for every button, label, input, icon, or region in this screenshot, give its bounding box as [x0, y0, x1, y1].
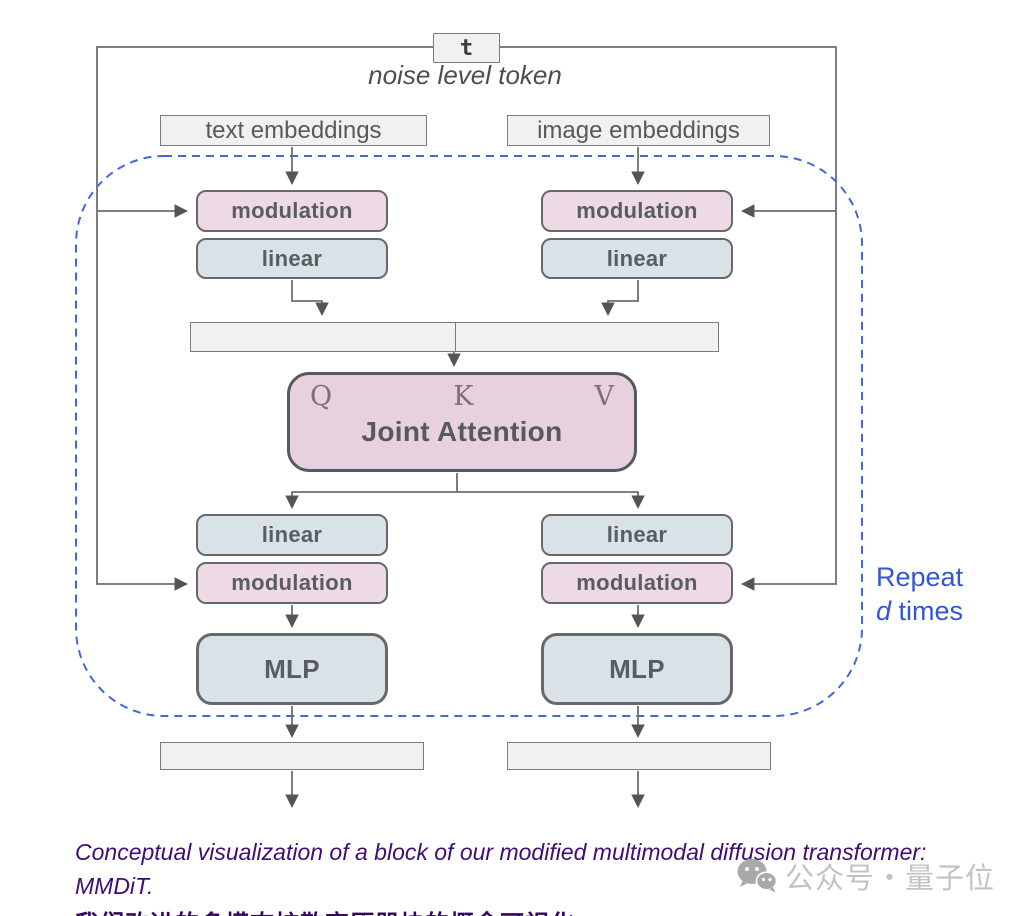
key-label: K [453, 381, 474, 412]
query-label: Q [310, 381, 333, 412]
mlp-label: MLP [609, 653, 665, 684]
mlp-left-box: MLP [196, 633, 388, 705]
modulation-top-right-box: modulation [541, 190, 733, 232]
concat-sequence-bar [190, 322, 719, 352]
repeat-line1: Repeat [876, 562, 964, 592]
wechat-icon [737, 859, 777, 893]
wire-t-right-rail [500, 46, 837, 591]
repeat-times: times [891, 596, 964, 626]
repeat-annotation: Repeat d times [876, 560, 963, 628]
wire-linear-left-to-bar [291, 280, 329, 317]
joint-attention-box: Q K V Joint Attention [287, 372, 637, 472]
modulation-bottom-left-box: modulation [196, 562, 388, 604]
watermark-text: 公众号・量子位 [785, 863, 996, 895]
modulation-label: modulation [231, 570, 353, 595]
image-embeddings-label: image embeddings [537, 116, 740, 144]
repeat-block-dashed-border [75, 155, 863, 717]
modulation-label: modulation [576, 198, 698, 223]
modulation-bottom-right-box: modulation [541, 562, 733, 604]
wire-linear-right-to-bar [601, 280, 639, 317]
linear-label: linear [606, 522, 668, 547]
mlp-right-box: MLP [541, 633, 733, 705]
repeat-line2: d times [876, 594, 963, 628]
value-label: V [594, 381, 615, 412]
linear-label: linear [606, 245, 668, 271]
caption-line2: MMDiT. [75, 873, 154, 899]
concat-bar-divider [454, 323, 457, 351]
linear-label: linear [261, 245, 323, 271]
modulation-label: modulation [231, 198, 353, 223]
caption-line1: Conceptual visualization of a block of o… [75, 839, 927, 865]
watermark: 公众号・量子位 [737, 855, 995, 897]
modulation-label: modulation [576, 570, 698, 595]
text-embeddings-label: text embeddings [205, 116, 382, 144]
noise-token-box: t [433, 33, 500, 63]
joint-attention-title: Joint Attention [361, 416, 563, 447]
linear-bottom-left-box: linear [196, 514, 388, 556]
image-embeddings-box: image embeddings [507, 115, 770, 146]
repeat-d: d [876, 596, 892, 626]
linear-top-right-box: linear [541, 238, 733, 279]
wire-attention-split-left [285, 473, 458, 510]
noise-level-caption: noise level token [368, 60, 562, 90]
noise-token-label: t [459, 35, 474, 61]
qkv-row: Q K V [290, 375, 634, 412]
modulation-top-left-box: modulation [196, 190, 388, 232]
figure-caption: Conceptual visualization of a block of o… [75, 835, 955, 903]
clipped-bottom-text: 我们改进的多模态扩散变压器块的概念可视化 [75, 904, 975, 916]
wire-attention-split-right [457, 491, 645, 510]
linear-label: linear [261, 522, 323, 547]
mlp-label: MLP [264, 653, 320, 684]
wire-t-left-rail [96, 46, 433, 591]
text-embeddings-box: text embeddings [160, 115, 427, 146]
output-bar-left [160, 742, 424, 770]
output-bar-right [507, 742, 771, 770]
linear-bottom-right-box: linear [541, 514, 733, 556]
linear-top-left-box: linear [196, 238, 388, 279]
